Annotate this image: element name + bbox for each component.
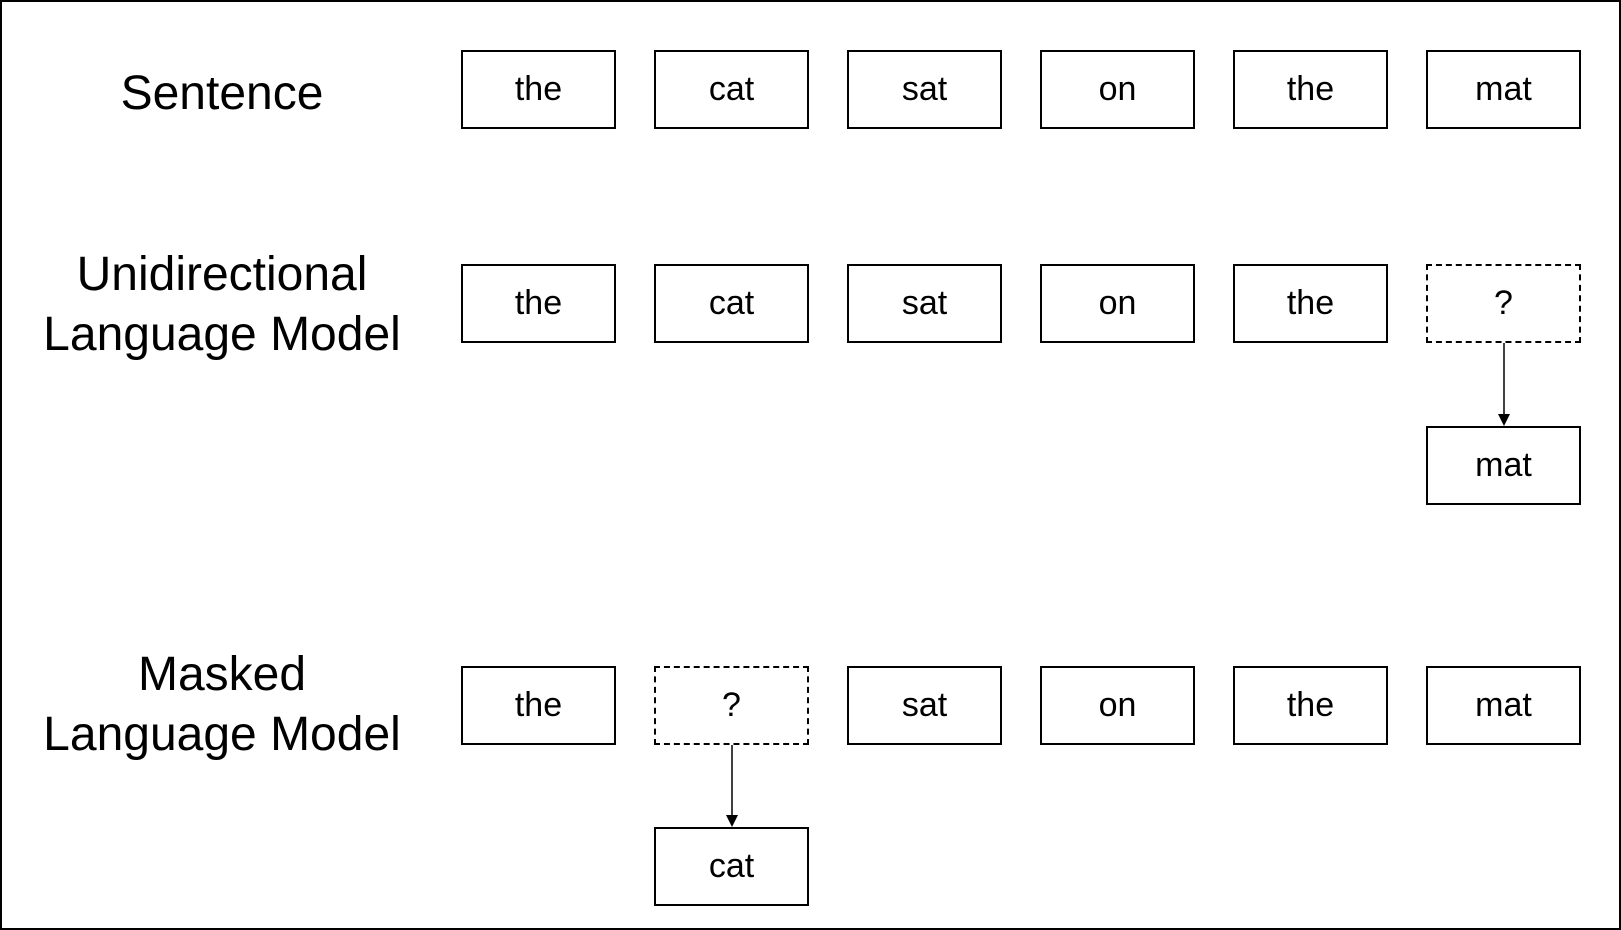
sentence-token-4: on <box>1040 50 1195 129</box>
unidirectional-row-label: Unidirectional Language Model <box>43 248 401 361</box>
sentence-token-6: mat <box>1426 50 1581 129</box>
unidirectional-token-3: sat <box>847 264 1002 343</box>
sentence-token-1: the <box>461 50 616 129</box>
masked-row-label: Masked Language Model <box>43 648 401 761</box>
masked-token-3: sat <box>847 666 1002 745</box>
masked-token-4: on <box>1040 666 1195 745</box>
unidirectional-token-5: the <box>1233 264 1388 343</box>
masked-token-6: mat <box>1426 666 1581 745</box>
masked-prediction-arrow <box>726 745 738 827</box>
unidirectional-token-2: cat <box>654 264 809 343</box>
sentence-row-label: Sentence <box>120 67 324 120</box>
sentence-token-2: cat <box>654 50 809 129</box>
unidirectional-prediction-arrow <box>1498 343 1510 426</box>
masked-prediction-token: cat <box>654 827 809 906</box>
masked-token-1: the <box>461 666 616 745</box>
unidirectional-prediction-token: mat <box>1426 426 1581 505</box>
sentence-token-5: the <box>1233 50 1388 129</box>
masked-masked-token: ? <box>654 666 809 745</box>
sentence-token-3: sat <box>847 50 1002 129</box>
masked-token-5: the <box>1233 666 1388 745</box>
unidirectional-masked-token: ? <box>1426 264 1581 343</box>
unidirectional-token-4: on <box>1040 264 1195 343</box>
unidirectional-token-1: the <box>461 264 616 343</box>
